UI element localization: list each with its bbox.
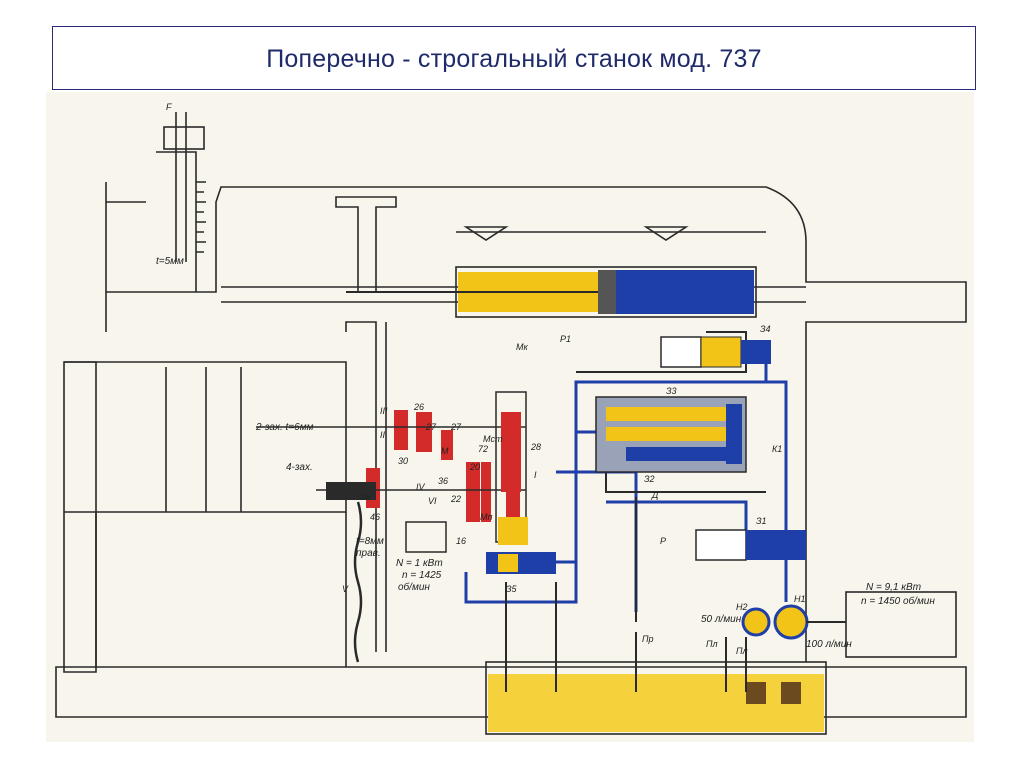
label-z4: З4 [760, 324, 771, 334]
main-motor [845, 591, 957, 658]
valve-z3 [595, 396, 747, 473]
label-rIII: III [380, 406, 388, 416]
label-pP: Р [660, 536, 666, 546]
label-rVI: VI [428, 496, 437, 506]
label-mM: М [441, 446, 449, 456]
label-pP1: Р1 [560, 334, 571, 344]
label-mMk: Мк [516, 342, 528, 352]
title-frame: Поперечно - строгальный станок мод. 737 [52, 26, 976, 90]
label-rIV: IV [416, 482, 426, 492]
label-g20: 20 [469, 462, 480, 472]
oil-tank [485, 582, 827, 735]
label-rV: V [342, 584, 349, 594]
label-pr: Пр [642, 634, 654, 644]
label-g26: 26 [413, 402, 424, 412]
label-t5: t=5мм [156, 256, 184, 267]
label-t8: t=8мм [356, 536, 384, 547]
label-d: Д [651, 490, 659, 500]
label-f: F [166, 102, 172, 112]
label-g26b: 26 [359, 492, 370, 502]
label-flow100: 100 л/мин [806, 639, 852, 650]
diagram-svg: t=5мм 2-зах. t=6мм 4-зах. t=8мм прав. N … [55, 102, 967, 735]
feed-motor [405, 521, 447, 553]
label-g36: 36 [438, 476, 448, 486]
label-z2: З2 [644, 474, 655, 484]
label-motor1-rpm: n = 1425 [402, 570, 442, 581]
label-g16: 16 [456, 536, 466, 546]
page-title: Поперечно - строгальный станок мод. 737 [266, 45, 762, 73]
label-motor2-rpm: n = 1450 об/мин [861, 595, 935, 607]
label-pl2: Пл [736, 646, 748, 656]
label-feed4: 4-зах. [286, 462, 313, 473]
label-g27a: 27 [425, 422, 437, 432]
label-flow50: 50 л/мин [701, 614, 742, 625]
label-pl1: Пл [706, 639, 718, 649]
label-z1: З1 [756, 516, 767, 526]
label-g22: 22 [450, 494, 461, 504]
label-g30: 30 [398, 456, 408, 466]
label-motor1-n: N = 1 кВт [396, 558, 443, 569]
label-n2: Н2 [736, 602, 748, 612]
main-cylinder [346, 266, 757, 318]
label-mMn: Мп [480, 512, 492, 522]
label-motor2-n: N = 9,1 кВт [866, 582, 921, 593]
control-valve [486, 391, 556, 574]
label-k1: К1 [772, 444, 782, 454]
hydraulic-diagram: t=5мм 2-зах. t=6мм 4-зах. t=8мм прав. N … [46, 92, 974, 742]
label-feed2: 2-зах. t=6мм [255, 422, 314, 433]
label-z3: З3 [666, 386, 677, 396]
label-z5: З5 [506, 584, 518, 594]
label-n1: Н1 [794, 594, 806, 604]
label-g46: 46 [370, 512, 380, 522]
valve-z4 [660, 336, 771, 368]
label-motor1-unit: об/мин [398, 581, 430, 593]
drain-lines [576, 331, 766, 622]
label-prav: прав. [356, 548, 381, 559]
pump-n1 [773, 604, 809, 640]
label-g28: 28 [530, 442, 541, 452]
label-rI: I [534, 470, 537, 480]
label-mMcm: Мст [483, 434, 503, 444]
pump-n2 [741, 607, 771, 637]
label-g27b: 27 [450, 422, 462, 432]
valve-z1 [695, 529, 806, 561]
label-g72: 72 [478, 444, 488, 454]
label-rII: II [380, 430, 386, 440]
